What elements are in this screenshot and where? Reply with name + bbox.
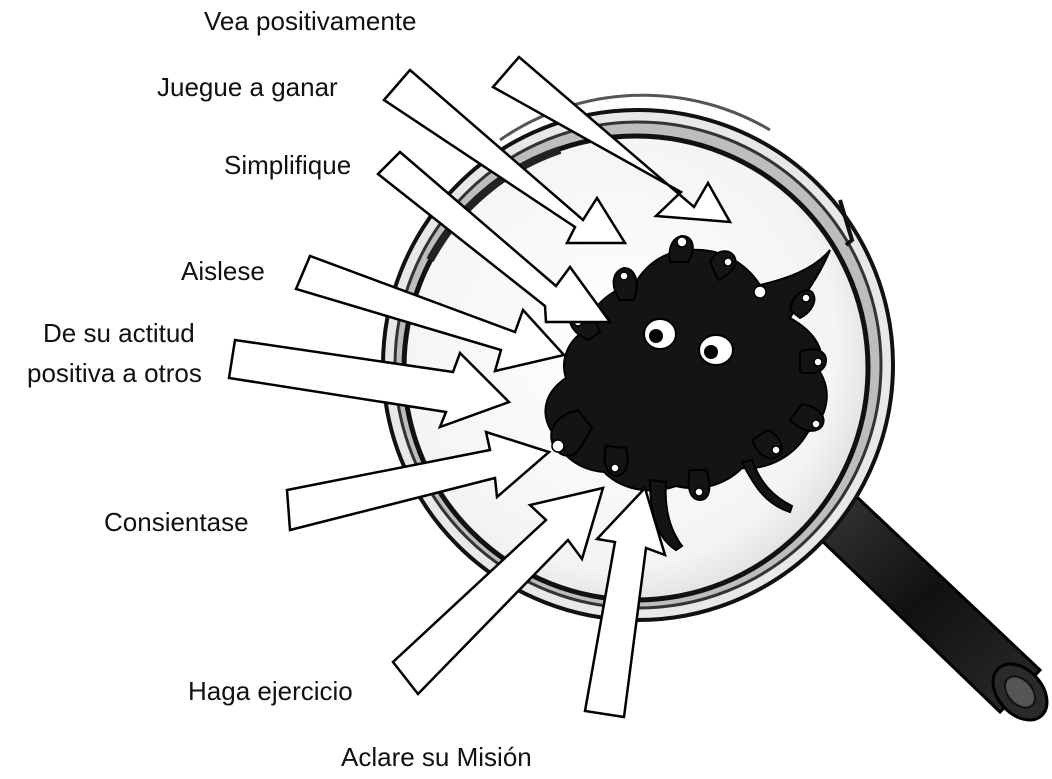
label-aislese: Aislese (181, 256, 265, 286)
germ-eye-right (699, 335, 733, 365)
germ-eye-left (644, 319, 676, 349)
label-consientase: Consientase (104, 507, 249, 537)
label-actitud-line2: positiva a otros (27, 358, 202, 388)
label-vea-positivamente: Vea positivamente (204, 6, 416, 36)
label-aclare-mision: Aclare su Misión (341, 742, 532, 772)
label-actitud-line1: De su actitud (43, 318, 195, 348)
label-juegue-a-ganar: Juegue a ganar (157, 72, 338, 102)
label-simplifique: Simplifique (224, 150, 351, 180)
label-haga-ejercicio: Haga ejercicio (188, 676, 353, 706)
